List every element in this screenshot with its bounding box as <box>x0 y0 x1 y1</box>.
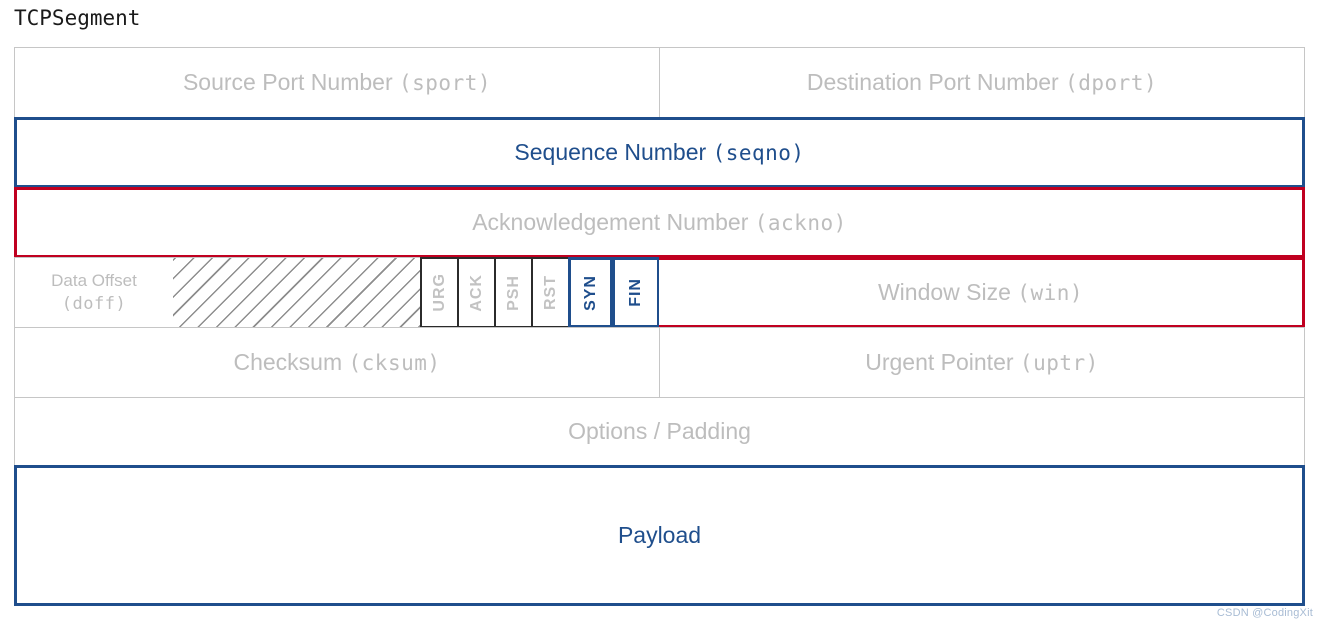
checksum-label: Checksum (cksum) <box>233 349 441 376</box>
field-options-padding: Options / Padding <box>14 397 1305 466</box>
field-window-size: Window Size (win) <box>659 257 1305 328</box>
flag-syn: SYN <box>568 257 613 328</box>
field-source-port: Source Port Number (sport) <box>14 47 660 118</box>
flag-rst: RST <box>531 257 569 328</box>
field-urgent-pointer: Urgent Pointer (uptr) <box>659 327 1305 398</box>
field-destination-port: Destination Port Number (dport) <box>659 47 1305 118</box>
reserved-bits-hatched-area <box>173 257 420 328</box>
window-size-label: Window Size (win) <box>877 279 1084 306</box>
urgent-pointer-label: Urgent Pointer (uptr) <box>865 349 1099 376</box>
field-checksum: Checksum (cksum) <box>14 327 660 398</box>
window-size-fieldname: (win) <box>1017 281 1084 306</box>
data-offset-label: Data Offset (doff) <box>51 270 137 314</box>
tcp-segment-diagram: Source Port Number (sport) Destination P… <box>14 47 1305 606</box>
field-sequence-number: Sequence Number (seqno) <box>14 117 1305 188</box>
field-ack-number: Acknowledgement Number (ackno) <box>14 187 1305 258</box>
field-payload: Payload <box>14 465 1305 606</box>
page-title: TCPSegment <box>14 6 141 30</box>
flag-fin: FIN <box>612 257 660 328</box>
source-port-fieldname: (sport) <box>399 71 492 96</box>
ack-number-fieldname: (ackno) <box>754 211 847 236</box>
checksum-fieldname: (cksum) <box>348 351 441 376</box>
field-data-offset: Data Offset (doff) <box>14 257 173 328</box>
flag-psh: PSH <box>494 257 532 328</box>
flag-ack-label: ACK <box>467 273 485 312</box>
ack-number-label: Acknowledgement Number (ackno) <box>472 209 847 236</box>
flag-fin-label: FIN <box>627 278 644 307</box>
sequence-number-label: Sequence Number (seqno) <box>514 139 805 166</box>
urgent-pointer-fieldname: (uptr) <box>1019 351 1099 376</box>
flag-urg-label: URG <box>430 273 448 312</box>
flag-urg: URG <box>420 257 458 328</box>
destination-port-fieldname: (dport) <box>1065 71 1158 96</box>
sequence-number-fieldname: (seqno) <box>712 141 805 166</box>
source-port-label: Source Port Number (sport) <box>182 69 492 96</box>
flag-rst-label: RST <box>541 275 559 310</box>
flag-psh-label: PSH <box>504 274 522 311</box>
destination-port-label: Destination Port Number (dport) <box>806 69 1158 96</box>
data-offset-fieldname: (doff) <box>61 293 127 314</box>
options-padding-label: Options / Padding <box>568 418 751 445</box>
watermark: CSDN @CodingXit <box>1216 607 1313 619</box>
flags-row: Data Offset (doff) URG ACK PSH RST SYN F… <box>14 257 1305 328</box>
payload-label: Payload <box>617 522 702 549</box>
flag-ack: ACK <box>457 257 495 328</box>
flag-syn-label: SYN <box>581 274 599 311</box>
